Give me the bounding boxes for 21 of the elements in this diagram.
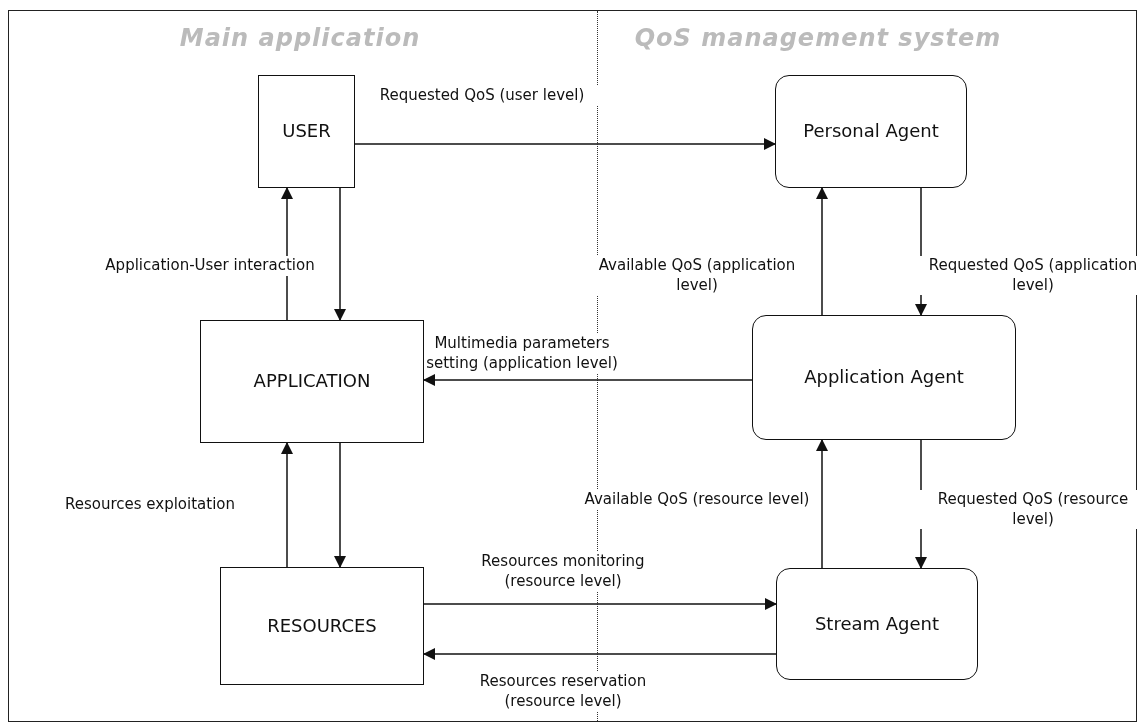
arrow	[334, 187, 346, 321]
arrow	[354, 138, 776, 150]
component-box	[200, 320, 424, 443]
agent-box	[752, 315, 1016, 440]
agent-box	[776, 568, 978, 680]
arrow	[334, 442, 346, 568]
node-label: Application Agent	[804, 365, 964, 390]
component-box	[220, 567, 424, 685]
node-label: Stream Agent	[814, 611, 940, 636]
arrow	[423, 598, 777, 610]
node-label: USER	[282, 119, 331, 144]
arrow	[423, 648, 777, 660]
arrow	[816, 187, 828, 316]
agent-box	[775, 75, 967, 188]
node-label: Personal Agent	[803, 119, 939, 144]
node-label: APPLICATION	[253, 369, 371, 394]
node-label: RESOURCES	[267, 613, 377, 638]
component-box	[258, 75, 355, 188]
arrow	[816, 439, 828, 569]
arrow	[423, 374, 753, 386]
arrow	[281, 442, 293, 568]
